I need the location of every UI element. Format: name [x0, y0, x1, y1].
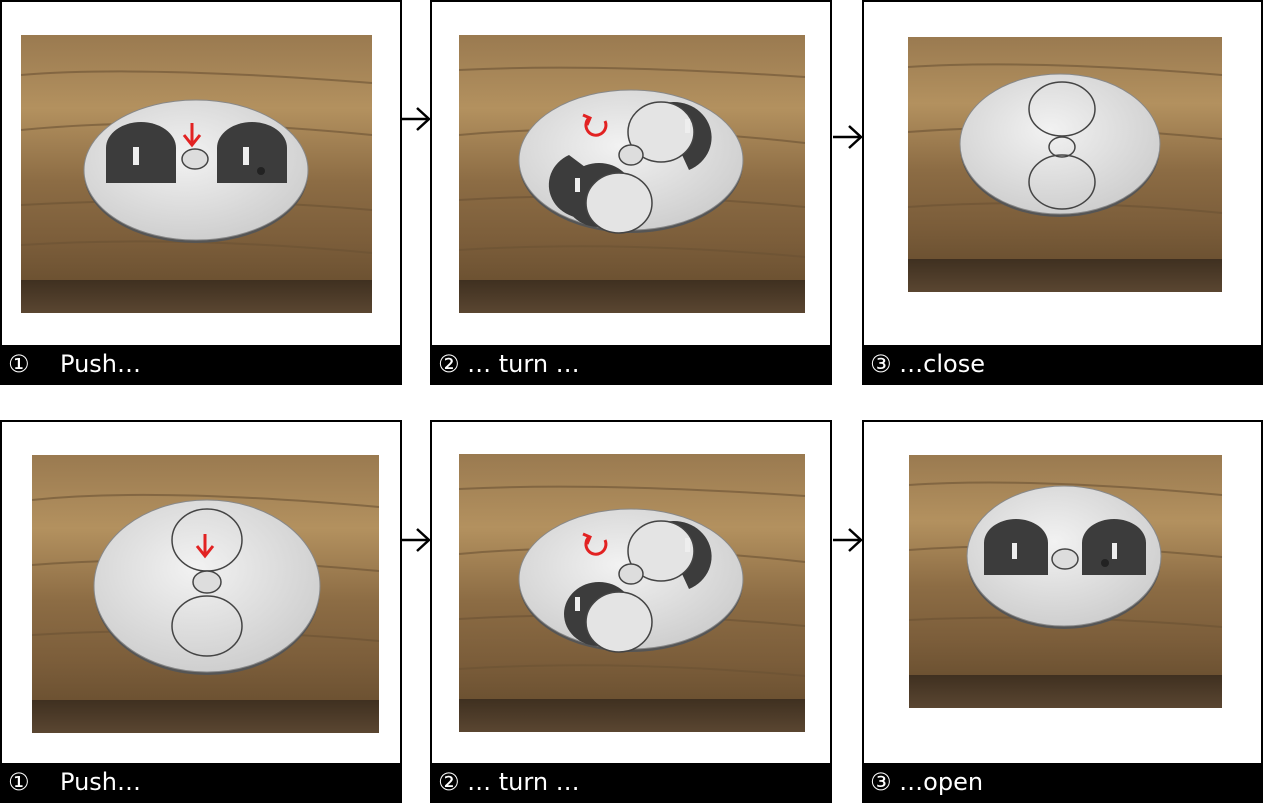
right-arrow-icon [399, 104, 433, 134]
caption-row1-step3: ③ …close [864, 345, 1261, 383]
photo-turn [459, 454, 805, 732]
photo-closed [908, 37, 1222, 292]
panel-row1-step3: ③ …close [862, 0, 1263, 385]
panel-row2-step2: ② … turn … [430, 420, 832, 803]
panel-row2-step1: ① Push… [0, 420, 402, 803]
caption-row1-step2: ② … turn … [432, 345, 830, 383]
caption-row2-step2: ② … turn … [432, 763, 830, 801]
caption-row1-step1: ① Push… [2, 345, 400, 383]
photo-open-sockets [909, 455, 1222, 708]
photo-push-open-sockets [21, 35, 372, 313]
panel-row1-step2: ② … turn … [430, 0, 832, 385]
right-arrow-icon [399, 525, 433, 555]
caption-row2-step1: ① Push… [2, 763, 400, 801]
panel-row2-step3: ③ …open [862, 420, 1263, 803]
photo-turn [459, 35, 805, 313]
caption-row2-step3: ③ …open [864, 763, 1261, 801]
right-arrow-icon [831, 525, 865, 555]
panel-row1-step1: ① Push… [0, 0, 402, 385]
photo-push-closed [32, 455, 379, 733]
right-arrow-icon [831, 122, 865, 152]
